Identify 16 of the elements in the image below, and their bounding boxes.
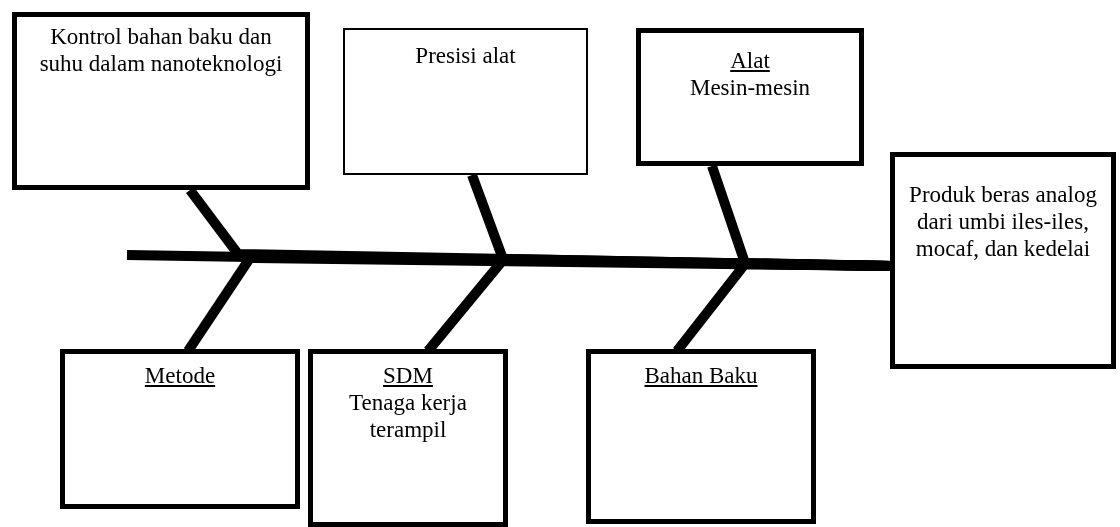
category-heading: Metode xyxy=(143,362,217,389)
category-heading: SDM xyxy=(382,362,434,389)
category-heading: Bahan Baku xyxy=(643,362,759,389)
cause-box xyxy=(308,349,508,527)
box-text: Tenaga kerja terampil xyxy=(348,389,468,443)
effect-box xyxy=(890,152,1116,369)
cause-box xyxy=(636,28,864,166)
category-heading: Alat xyxy=(729,47,771,74)
box-text: Presisi alat xyxy=(414,42,517,69)
box-text: Mesin-mesin xyxy=(688,74,812,101)
box-text: Produk beras analog dari umbi iles-iles, mocaf, dan kedelai xyxy=(908,181,1098,262)
cause-box xyxy=(343,28,588,175)
box-text: Kontrol bahan baku dan suhu dalam nanoteknologi xyxy=(38,23,284,77)
cause-box xyxy=(586,349,816,524)
cause-box xyxy=(60,349,300,509)
cause-box xyxy=(12,12,310,190)
